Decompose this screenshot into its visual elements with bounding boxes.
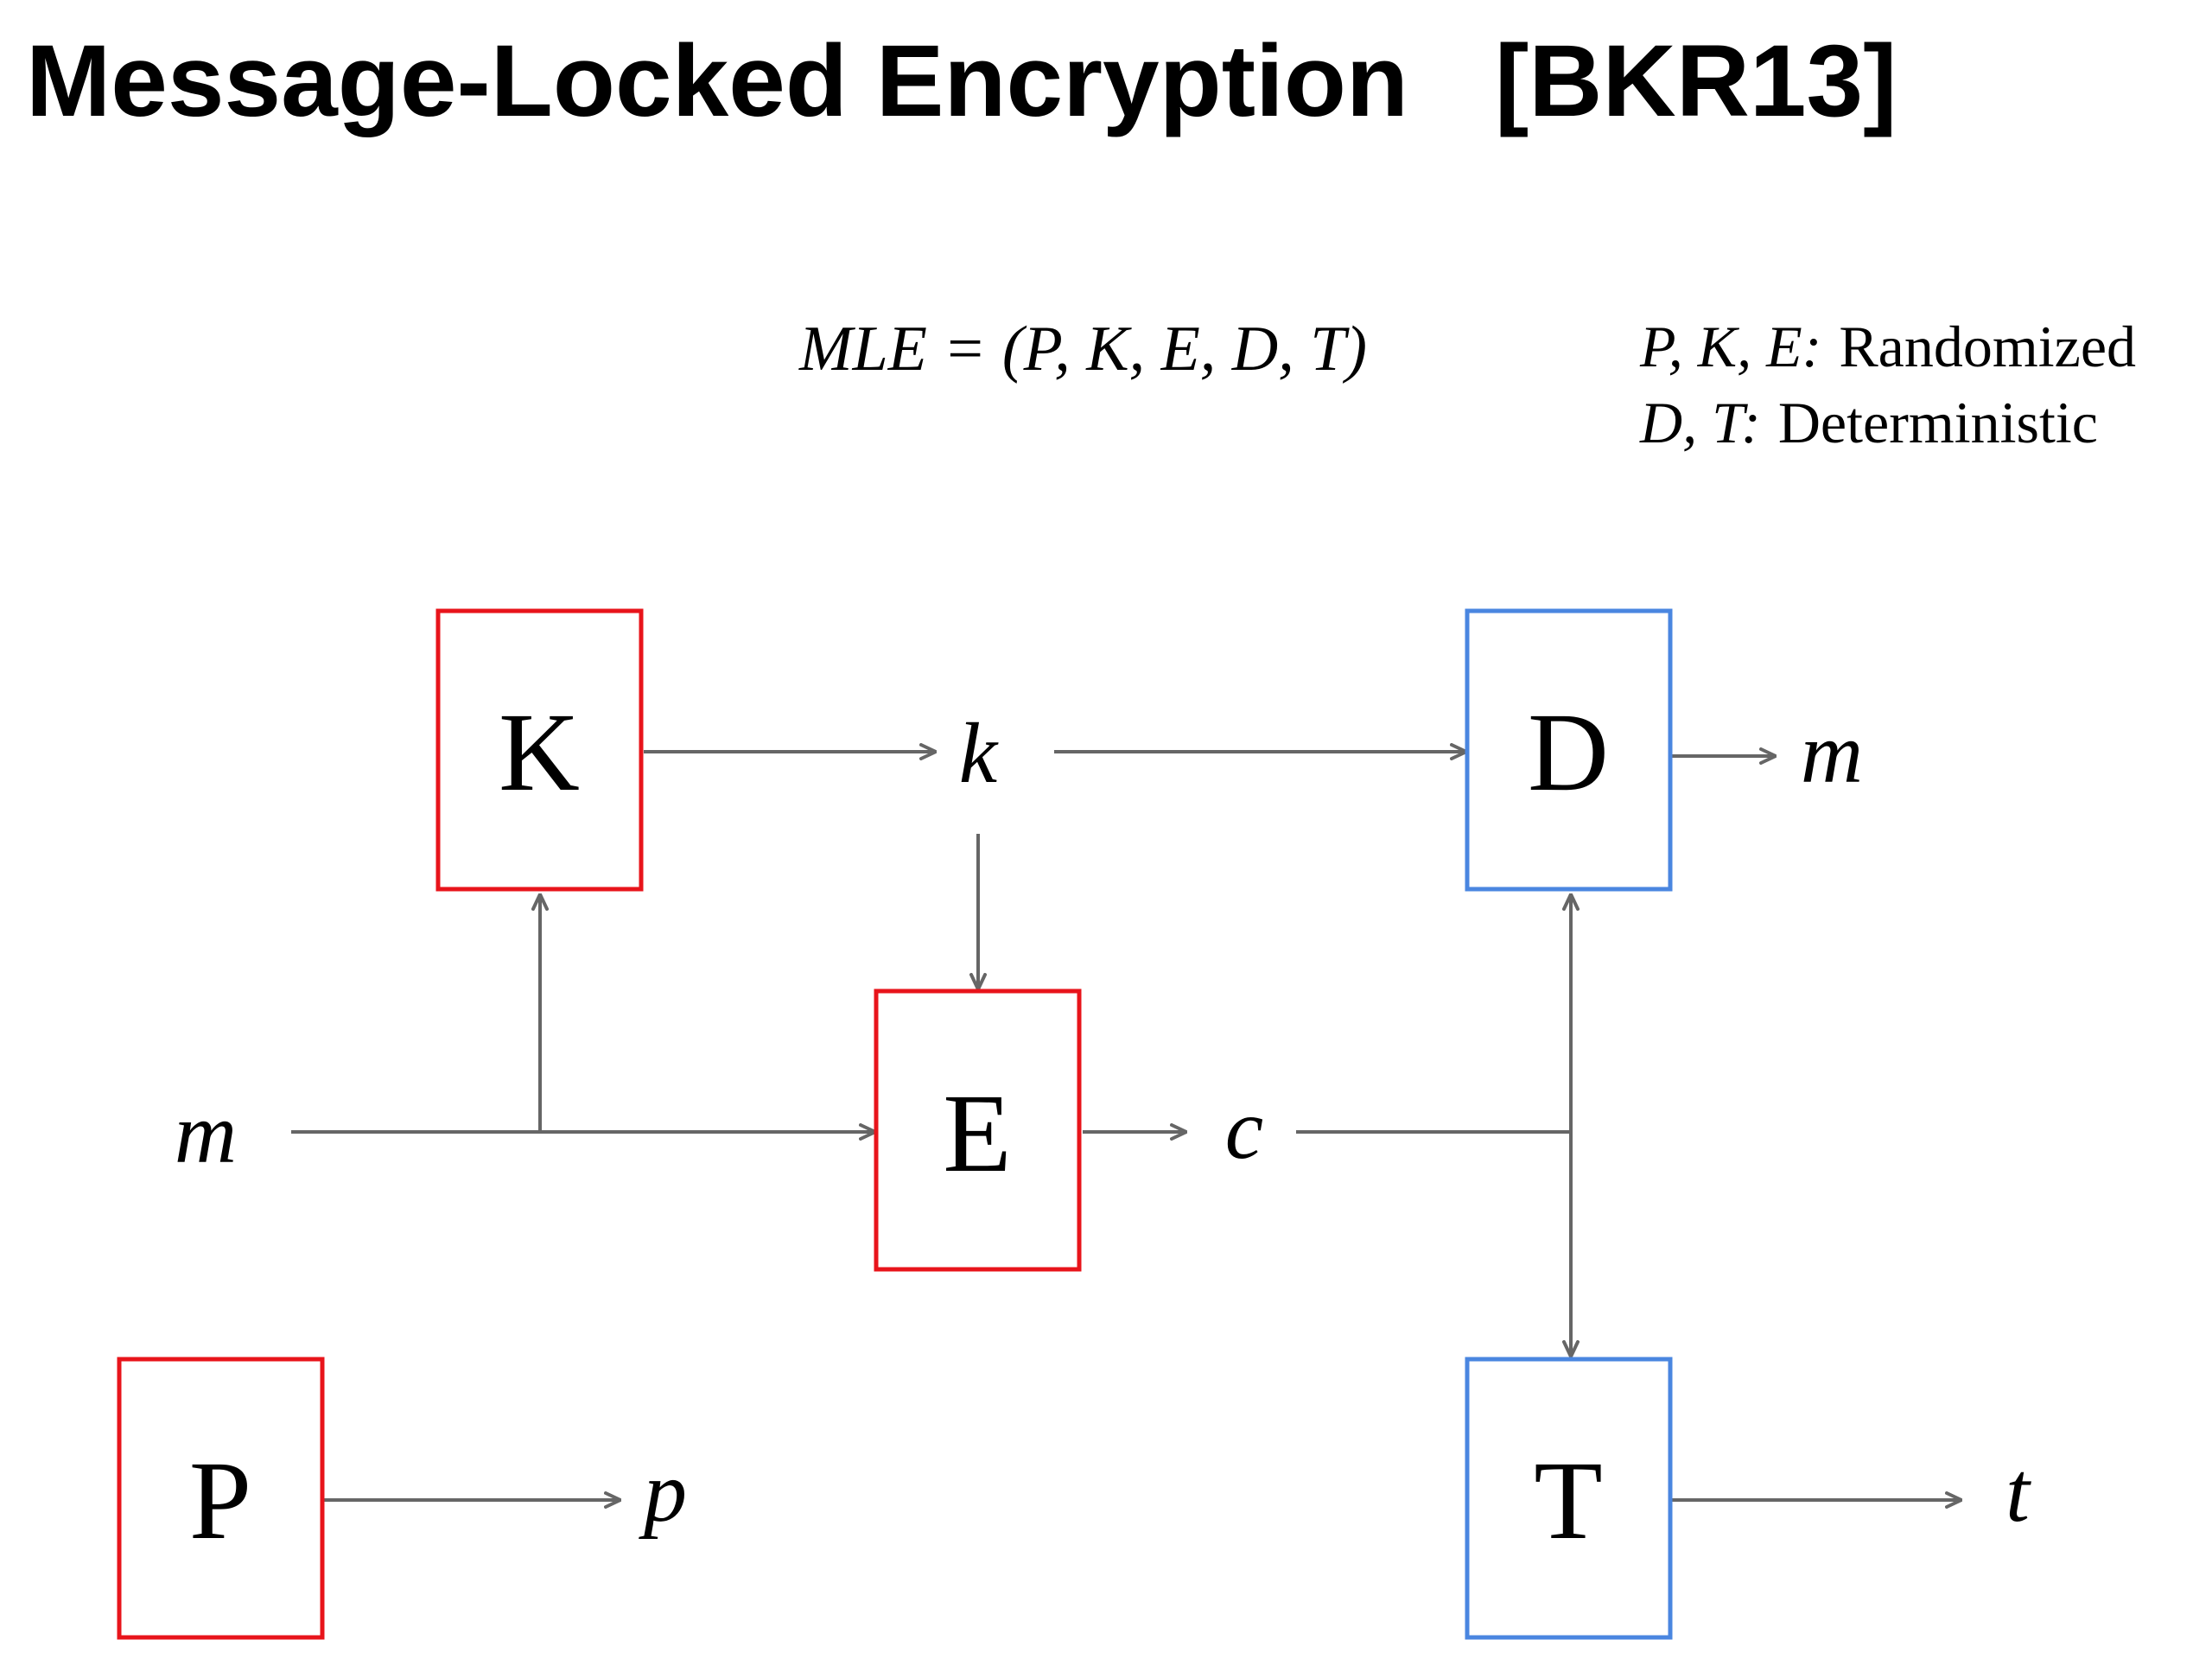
box-E xyxy=(874,988,1082,1272)
box-K-label: K xyxy=(499,690,580,815)
box-K xyxy=(435,608,644,892)
title-main: Message-Locked Encryption xyxy=(26,24,1408,138)
box-T xyxy=(1465,1357,1673,1640)
note-randomized-property: Randomized xyxy=(1839,314,2136,379)
var-m-input: m xyxy=(175,1085,237,1181)
var-t: t xyxy=(2005,1444,2031,1540)
note-deterministic: D, T: Deterministic xyxy=(1639,390,2098,455)
note-randomized-algorithms: P, K, E: xyxy=(1639,314,1821,379)
mle-formula: MLE = (P, K, E, D, T) xyxy=(798,314,1367,385)
note-randomized: P, K, E: Randomized xyxy=(1639,314,2136,379)
var-k: k xyxy=(959,705,999,801)
box-D xyxy=(1465,608,1673,892)
box-P xyxy=(117,1357,325,1640)
box-E-label: E xyxy=(943,1071,1011,1196)
note-deterministic-property: Deterministic xyxy=(1778,390,2098,455)
slide-title: Message-Locked Encryption [BKR13] xyxy=(26,24,1897,138)
box-D-label: D xyxy=(1528,690,1609,815)
var-c: c xyxy=(1225,1081,1263,1177)
title-reference: [BKR13] xyxy=(1494,24,1897,138)
box-P-label: P xyxy=(189,1439,251,1563)
box-T-label: T xyxy=(1534,1439,1602,1563)
note-deterministic-algorithms: D, T: xyxy=(1639,390,1761,455)
var-p: p xyxy=(639,1444,687,1540)
var-m-output: m xyxy=(1801,705,1863,801)
